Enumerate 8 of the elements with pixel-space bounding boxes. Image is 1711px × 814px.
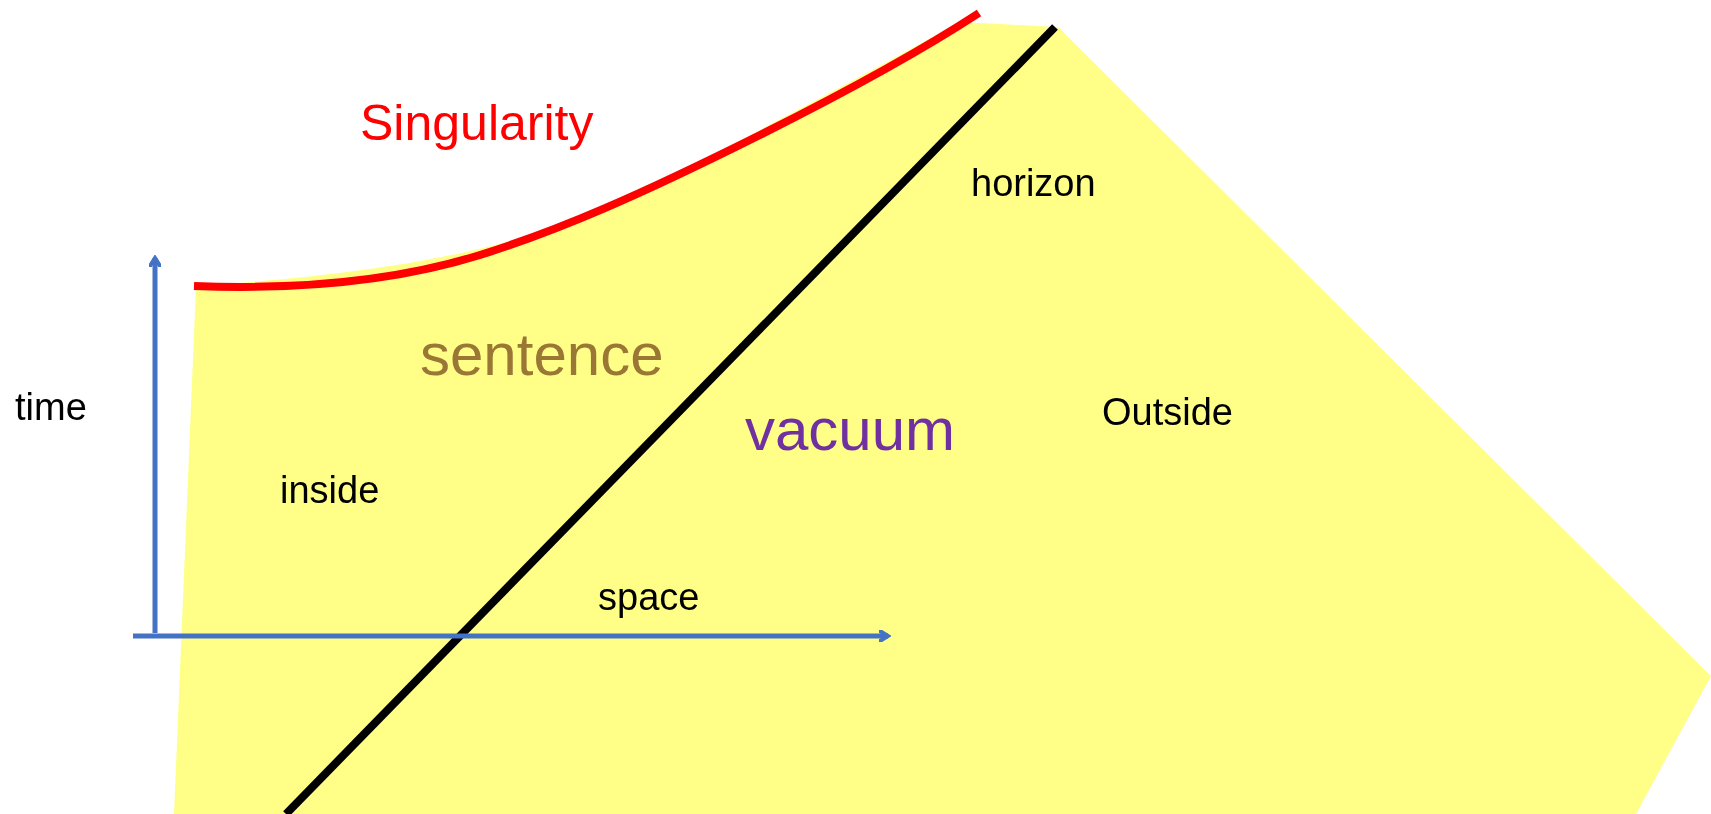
region-word: sentence [420,325,664,385]
horizon-label: horizon [971,164,1096,202]
space-axis-label: space [598,578,700,616]
singularity-label: Singularity [360,98,594,148]
outside-label: Outside [1102,393,1233,431]
inside-label: inside [280,471,380,509]
region-word: vacuum [745,400,956,460]
time-axis-label: time [15,388,87,426]
